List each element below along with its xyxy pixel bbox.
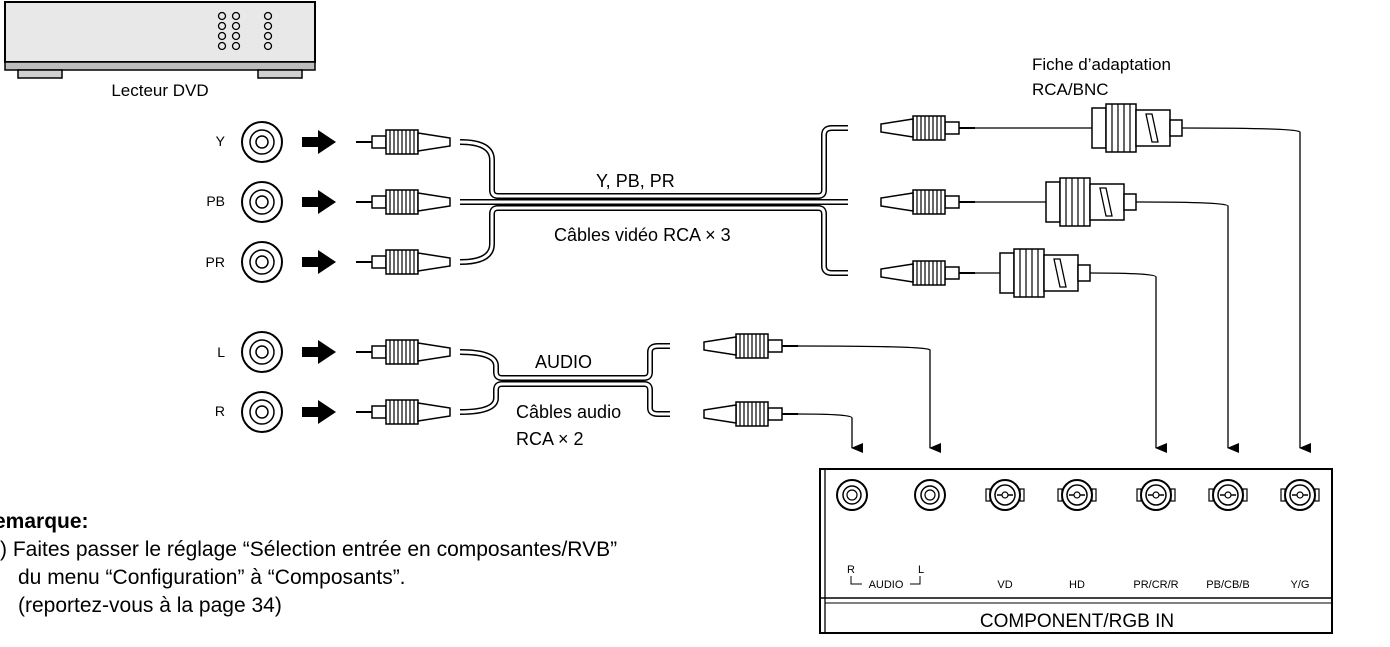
note-title: emarque: — [0, 510, 89, 533]
video-cables-label: Câbles vidéo RCA × 3 — [554, 225, 731, 245]
note-line-3: (reportez-vous à la page 34) — [18, 594, 282, 617]
adapter-y — [1091, 103, 1183, 153]
rca-plug-y — [356, 129, 451, 155]
note-line-1: ) Faites passer le réglage “Sélection en… — [0, 538, 618, 561]
connect-arrow-pb — [302, 190, 336, 214]
adapter-label-line1: Fiche d’adaptation — [1032, 55, 1171, 74]
component-rgb-panel: R L AUDIO VD HD PR/CR/R PB/CB/B Y/G COMP… — [819, 468, 1333, 634]
panel-bnc-hd — [1057, 479, 1097, 511]
panel-bnc-pr-cr-r — [1136, 479, 1176, 511]
connect-arrow-pr — [302, 250, 336, 274]
rca-plug-video-end-1 — [880, 115, 975, 141]
note-line-2: du menu “Configuration” à “Composants”. — [18, 566, 406, 589]
panel-audio-label: AUDIO — [869, 579, 904, 591]
connect-arrow-r — [302, 400, 336, 424]
output-jack-center-pb — [255, 195, 269, 209]
input-labels: Y PB PR L R — [206, 133, 226, 419]
signal-lines — [797, 127, 1311, 453]
panel-label-pb-cb-b: PB/CB/B — [1206, 579, 1249, 591]
audio-label: AUDIO — [535, 352, 592, 372]
connect-arrow-y — [302, 130, 336, 154]
output-jack-center-pr — [255, 255, 269, 269]
note-section: emarque: ) Faites passer le réglage “Sél… — [0, 508, 800, 617]
rca-plug-video-end-2 — [880, 189, 975, 215]
audio-cables-line1: Câbles audio — [516, 402, 621, 422]
rca-bnc-adapters — [999, 103, 1183, 298]
panel-audio-bracket — [850, 576, 921, 585]
dvd-label: Lecteur DVD — [111, 81, 208, 100]
video-signals-label: Y, PB, PR — [596, 171, 675, 191]
audio-cables-line2: RCA × 2 — [516, 429, 584, 449]
dvd-player — [4, 1, 316, 79]
dvd-front-jacks — [217, 11, 273, 51]
input-label-r: R — [215, 403, 225, 419]
cable-end-plugs — [703, 115, 975, 427]
panel-bnc-y-g — [1280, 479, 1320, 511]
panel-bnc-vd — [985, 479, 1025, 511]
panel-label-hd: HD — [1069, 579, 1085, 591]
output-jack-center-l — [255, 345, 269, 359]
panel-bnc-pb-cb-b — [1208, 479, 1248, 511]
input-label-pb: PB — [206, 193, 225, 209]
input-label-l: L — [217, 344, 225, 360]
rca-plug-audio-end-r — [703, 401, 798, 427]
rca-plug-video-end-3 — [880, 260, 975, 286]
panel-label-pr-cr-r: PR/CR/R — [1133, 579, 1178, 591]
panel-terminals — [836, 479, 1320, 511]
rca-plug-audio-end-l — [703, 333, 798, 359]
panel-title: COMPONENT/RGB IN — [980, 611, 1174, 632]
video-cable-bundle — [459, 125, 848, 276]
output-jack-center-y — [255, 135, 269, 149]
panel-audio-r: R — [847, 564, 855, 576]
adapter-pb — [1045, 177, 1137, 227]
rca-plug-pb — [356, 189, 451, 215]
panel-label-vd: VD — [997, 579, 1012, 591]
connect-arrow-l — [302, 340, 336, 364]
rca-plug-pr — [356, 249, 451, 275]
dvd-output-jacks — [241, 121, 451, 433]
panel-audio-l: L — [918, 564, 924, 576]
adapter-pr — [999, 248, 1091, 298]
panel-label-y-g: Y/G — [1291, 579, 1310, 591]
input-label-y: Y — [216, 133, 226, 149]
audio-cable-bundle — [459, 343, 670, 417]
input-label-pr: PR — [206, 254, 225, 270]
output-jack-center-r — [255, 405, 269, 419]
rca-plug-l — [356, 339, 451, 365]
adapter-label-line2: RCA/BNC — [1032, 80, 1109, 99]
rca-plug-r — [356, 399, 451, 425]
